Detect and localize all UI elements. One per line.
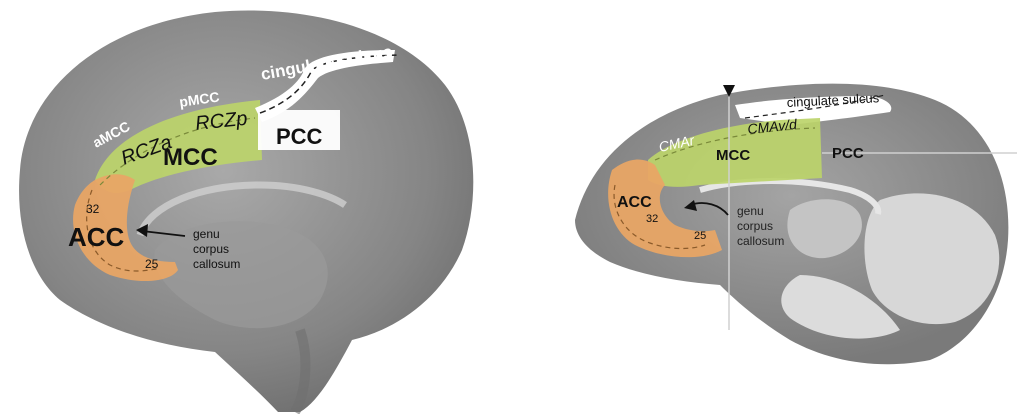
monkey-acc-label: ACC (617, 194, 652, 211)
monkey-mcc-label: MCC (716, 147, 750, 164)
genu-label-line1: genu (193, 227, 220, 241)
monkey-area-32-label: 32 (646, 213, 658, 225)
area-25-label: 25 (145, 257, 159, 271)
monkey-genu-label-line2: corpus (737, 219, 773, 233)
acc-label: ACC (68, 222, 125, 252)
monkey-genu-label-line1: genu (737, 204, 764, 218)
right-panel: cingulate sulcus CMAr CMAv/d MCC PCC ACC… (575, 84, 1017, 365)
monkey-area-25-label: 25 (694, 230, 706, 242)
left-panel: cingulate sulcus aMCC pMCC RCZa RCZp MCC… (19, 11, 473, 412)
pcc-label: PCC (276, 124, 323, 149)
area-32-label: 32 (86, 202, 100, 216)
genu-label-line3: callosum (193, 257, 240, 271)
monkey-genu-label-line3: callosum (737, 234, 784, 248)
genu-label-line2: corpus (193, 242, 229, 256)
monkey-pcc-label: PCC (832, 145, 864, 162)
mcc-label: MCC (163, 144, 218, 171)
